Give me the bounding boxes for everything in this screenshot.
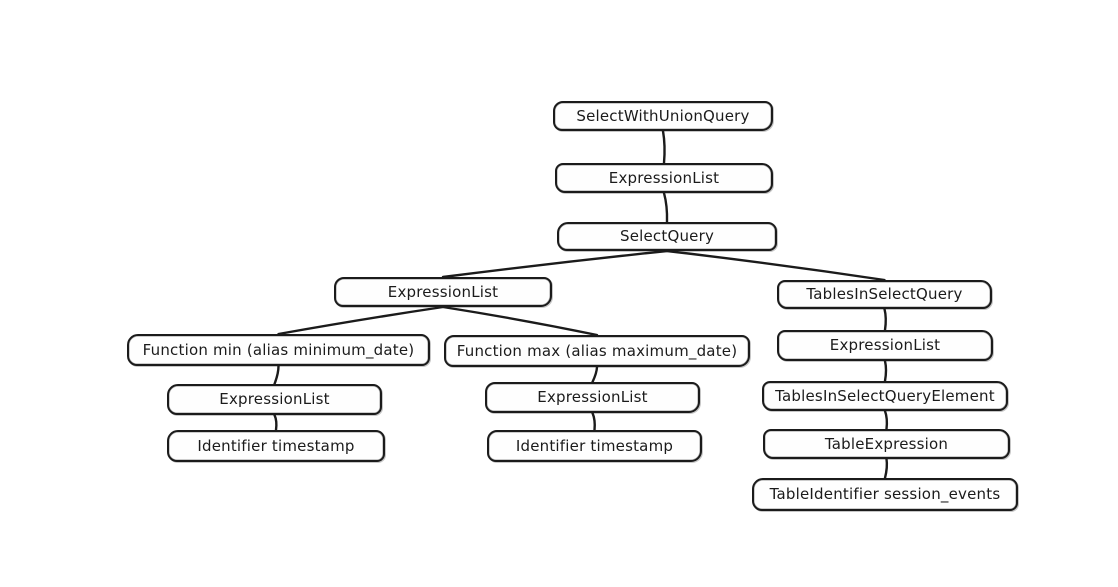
tree-edge <box>883 359 888 383</box>
tree-edge <box>661 129 666 165</box>
tree-node-label: TablesInSelectQueryElement <box>775 386 995 405</box>
tree-node-table-identifier: TableIdentifier session_events <box>752 478 1018 511</box>
tree-node-label: ExpressionList <box>537 388 648 406</box>
tree-node-label: ExpressionList <box>387 282 499 301</box>
tree-node-label: ExpressionList <box>608 168 720 187</box>
tree-node-label: SelectQuery <box>619 227 715 245</box>
tree-node-label: Identifier timestamp <box>197 436 355 455</box>
tree-node-function-max: Function max (alias maximum_date) <box>444 335 750 367</box>
tree-edge <box>273 413 278 432</box>
tree-node-expression-list-tables: ExpressionList <box>777 330 993 361</box>
tree-node-label: SelectWithUnionQuery <box>576 106 750 125</box>
tree-node-identifier-timestamp-min: Identifier timestamp <box>167 430 385 462</box>
tree-node-expression-list-max: ExpressionList <box>485 382 700 413</box>
tree-edge <box>277 305 445 336</box>
tree-node-label: Identifier timestamp <box>515 436 674 455</box>
tree-node-label: ExpressionList <box>829 336 941 354</box>
tree-edge <box>591 365 599 384</box>
tree-edge <box>883 457 889 480</box>
tree-node-label: TableIdentifier session_events <box>769 485 1001 503</box>
tree-node-expression-list-min: ExpressionList <box>167 384 382 415</box>
tree-node-table-expression: TableExpression <box>763 429 1010 459</box>
tree-node-label: Function min (alias minimum_date) <box>142 340 415 359</box>
tree-node-label: TableExpression <box>824 434 949 453</box>
tree-node-tables-in-select-query: TablesInSelectQuery <box>777 280 992 309</box>
tree-node-tables-in-select-query-element: TablesInSelectQueryElement <box>762 381 1008 411</box>
tree-node-label: Function max (alias maximum_date) <box>456 341 738 360</box>
tree-edge <box>883 307 887 332</box>
tree-node-select-with-union-query: SelectWithUnionQuery <box>553 101 773 131</box>
tree-edge <box>662 191 669 224</box>
tree-node-select-query: SelectQuery <box>557 222 777 251</box>
tree-node-expression-list-top: ExpressionList <box>555 163 773 193</box>
tree-node-identifier-timestamp-max: Identifier timestamp <box>487 430 702 462</box>
tree-edge <box>883 409 889 431</box>
tree-node-label: TablesInSelectQuery <box>806 285 963 303</box>
tree-edge <box>273 364 280 386</box>
tree-node-function-min: Function min (alias minimum_date) <box>127 334 430 366</box>
tree-node-expression-list-select: ExpressionList <box>334 277 552 307</box>
tree-edge <box>665 249 886 282</box>
tree-edge <box>591 411 596 432</box>
tree-edge <box>441 249 669 279</box>
tree-node-label: ExpressionList <box>219 390 330 408</box>
tree-edge <box>441 305 599 337</box>
